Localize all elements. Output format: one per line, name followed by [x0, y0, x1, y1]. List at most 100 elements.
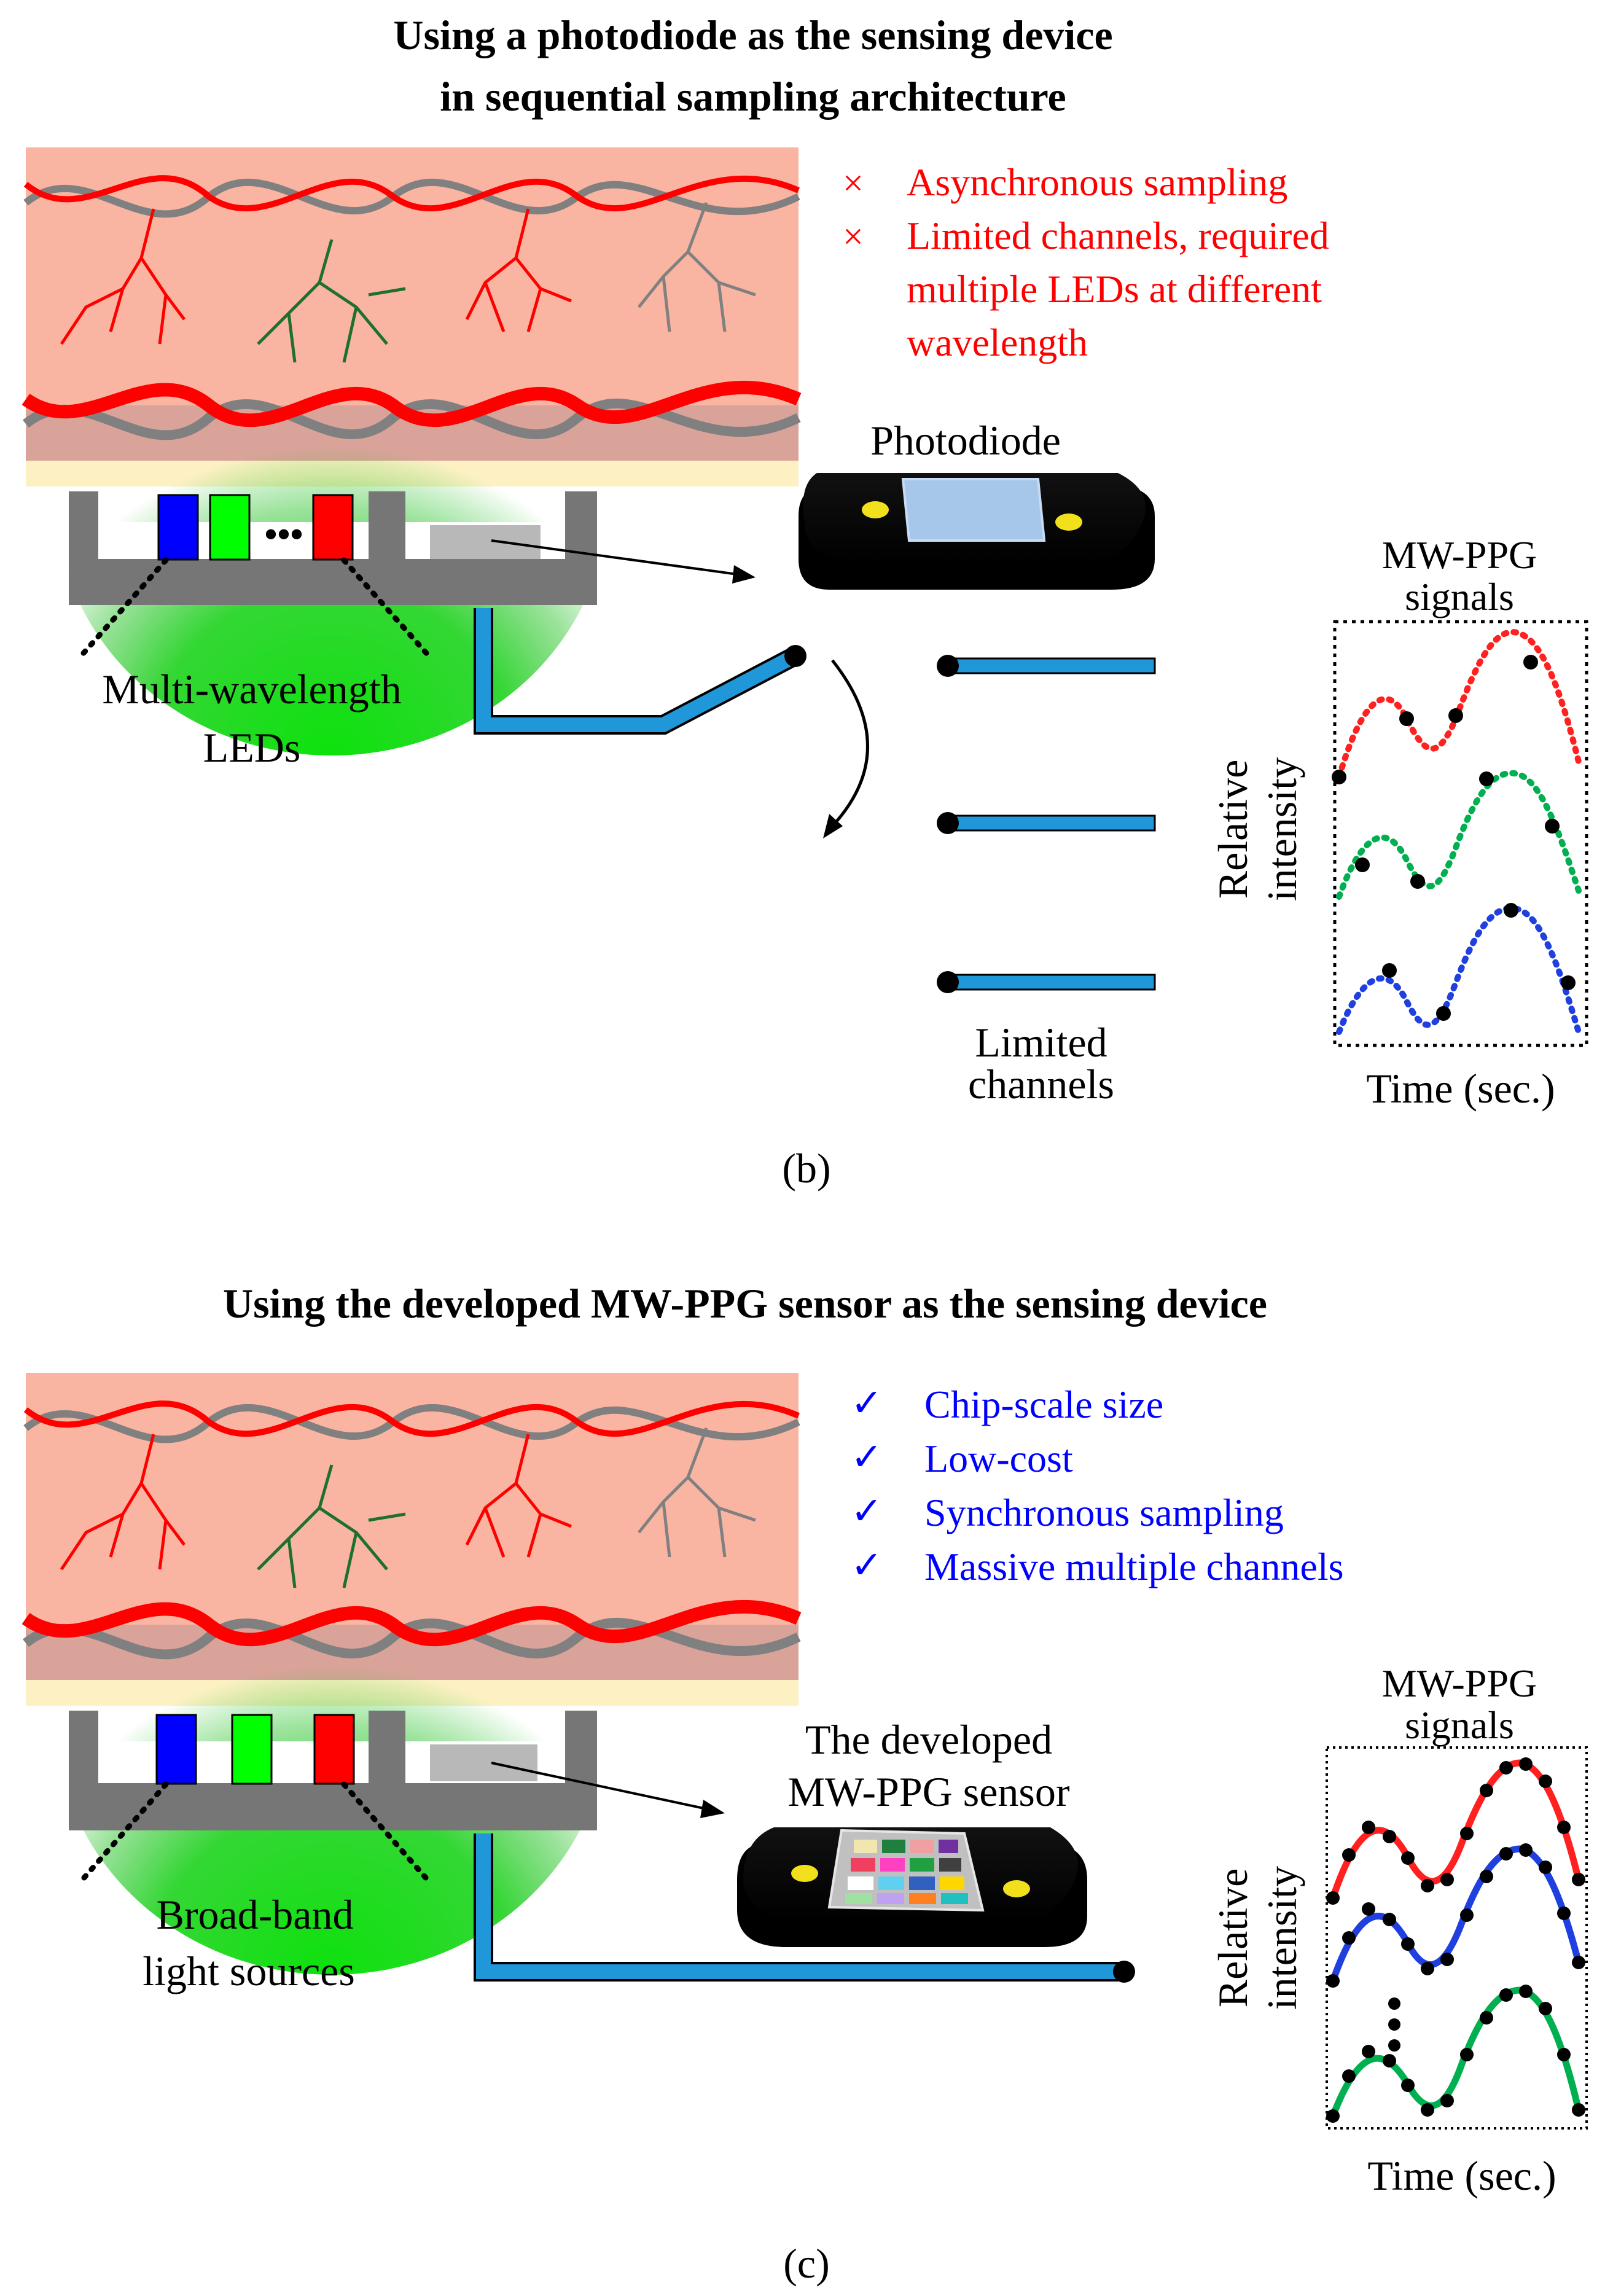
pointer-line-c: [491, 1762, 707, 1810]
ylabel-b-line2: intensity: [1259, 757, 1305, 901]
capillaries-gray: [638, 202, 756, 332]
trace-blue-b: [1336, 905, 1582, 1035]
drawback-2-line1: Limited channels, required: [907, 214, 1329, 257]
source-red: [313, 1714, 355, 1785]
led-pointer-right: [341, 557, 433, 660]
signals-title-c-line1: MW-PPG: [1382, 1661, 1537, 1705]
artery-red: [23, 175, 800, 212]
advantage-3-text: Synchronous sampling: [924, 1491, 1284, 1534]
sample-points-c: [1326, 1757, 1585, 2123]
advantage-1-text: Chip-scale size: [924, 1383, 1163, 1426]
ylabel-c-line1: Relative: [1209, 1868, 1256, 2008]
channel-3: [945, 974, 1156, 991]
source-green: [231, 1714, 273, 1785]
channel-2: [945, 814, 1156, 832]
pointer-line: [491, 539, 738, 576]
sensor-pad-right: [1003, 1880, 1030, 1897]
sensor-housing-c: [69, 1711, 597, 1830]
advantage-1-mark: ✓: [851, 1383, 883, 1424]
ylabel-b-line1: Relative: [1209, 760, 1256, 899]
sensor-pad-left: [791, 1865, 818, 1882]
led-red: [312, 494, 354, 561]
sensor-label-line1: The developed: [805, 1716, 1052, 1763]
channels-label-line2: channels: [968, 1061, 1114, 1107]
advantage-3-mark: ✓: [851, 1491, 883, 1533]
photodiode-chip-b: [430, 525, 541, 559]
advantage-2-mark: ✓: [851, 1437, 883, 1478]
limited-channels: Limited channels: [937, 655, 1156, 1107]
cable-b: [476, 608, 796, 732]
channel-3-tip: [937, 971, 959, 993]
signals-frame-c: [1326, 1746, 1588, 2130]
xlabel-b: Time (sec.): [1366, 1065, 1555, 1112]
photodiode-pad-right: [1055, 513, 1082, 531]
advantages-list: ✓ Chip-scale size ✓ Low-cost ✓ Synchrono…: [851, 1383, 1344, 1588]
signals-title-b-line1: MW-PPG: [1382, 533, 1537, 577]
channel-1: [945, 657, 1156, 674]
sensor-chip-c: [430, 1744, 537, 1781]
trace-red-b: [1336, 629, 1582, 780]
tissue-illustration-c: [21, 1373, 802, 1975]
drawbacks-list: × Asynchronous sampling × Limited channe…: [843, 160, 1329, 364]
advantage-4-text: Massive multiple channels: [924, 1545, 1344, 1588]
photodiode-device: Photodiode: [799, 417, 1155, 590]
pointer-arrowhead-c: [700, 1800, 725, 1818]
signals-frame-b: [1333, 620, 1588, 1047]
cable-tip-b: [784, 645, 806, 667]
capillaries-gray-c: [638, 1427, 756, 1558]
led-blue: [157, 494, 199, 561]
photodiode-label: Photodiode: [870, 417, 1061, 464]
led-ellipsis: •••: [264, 514, 303, 555]
tissue-illustration-b: [21, 147, 802, 756]
pointer-arrowhead: [732, 565, 756, 584]
source-pointer-left: [77, 1781, 169, 1886]
mw-ppg-sensor-device: The developed MW-PPG sensor: [737, 1716, 1087, 1947]
caption-b: (b): [782, 1145, 830, 1192]
panel-c: Using the developed MW-PPG sensor as the…: [21, 1280, 1588, 2287]
ylabel-c-line2: intensity: [1259, 1866, 1305, 2010]
capillaries-green: [257, 239, 406, 363]
drawback-2-line2: multiple LEDs at different: [907, 267, 1322, 311]
photodiode-pad-left: [862, 501, 889, 518]
signal-traces-b: [1332, 629, 1582, 1035]
panel-c-title: Using the developed MW-PPG sensor as the…: [223, 1280, 1267, 1327]
switch-arrowhead: [823, 814, 843, 838]
channel-1-tip: [937, 655, 959, 677]
led-label-line1: Multi-wavelength: [102, 666, 401, 713]
xlabel-c: Time (sec.): [1367, 2152, 1556, 2199]
sample-points-b: [1332, 655, 1576, 1021]
signals-plot-c: MW-PPG signals Relative intensity Time (…: [1209, 1661, 1588, 2199]
led-green: [209, 494, 251, 561]
signals-title-b-line2: signals: [1405, 575, 1514, 619]
source-label-line1: Broad-band: [156, 1891, 353, 1938]
sensor-housing-b: •••: [69, 491, 597, 605]
artery-red-c: [23, 1400, 800, 1437]
trace-green-b: [1336, 770, 1582, 900]
switch-arrow: [831, 659, 869, 827]
signals-title-c-line2: signals: [1405, 1703, 1514, 1747]
channel-2-tip: [937, 812, 959, 834]
advantage-2-text: Low-cost: [924, 1437, 1073, 1480]
channels-label-line1: Limited: [975, 1019, 1107, 1066]
capillaries-green-c: [257, 1464, 406, 1588]
filter-array: [845, 1840, 968, 1904]
source-pointer-right: [341, 1781, 433, 1886]
source-blue: [155, 1714, 197, 1785]
drawback-1-text: Asynchronous sampling: [907, 160, 1287, 204]
led-label-line2: LEDs: [203, 724, 301, 771]
sensor-label-line2: MW-PPG sensor: [787, 1768, 1069, 1815]
signal-traces-c: [1326, 1757, 1585, 2123]
led-pointer-left: [77, 557, 169, 660]
panel-b-title-line1: Using a photodiode as the sensing device: [393, 12, 1112, 58]
source-label-line2: light sources: [143, 1948, 355, 1994]
photodiode-chip: [901, 478, 1046, 542]
cable-tip-c: [1113, 1961, 1135, 1983]
caption-c: (c): [783, 2240, 829, 2287]
cable-c: [476, 1833, 1121, 1979]
drawback-2-line3: wavelength: [907, 321, 1088, 364]
panel-b-title-line2: in sequential sampling architecture: [440, 73, 1066, 120]
drawback-2-mark: ×: [843, 216, 864, 257]
signals-plot-b: MW-PPG signals Relative intensity Time (…: [1209, 533, 1588, 1112]
panel-b: Using a photodiode as the sensing device…: [21, 12, 1588, 1192]
